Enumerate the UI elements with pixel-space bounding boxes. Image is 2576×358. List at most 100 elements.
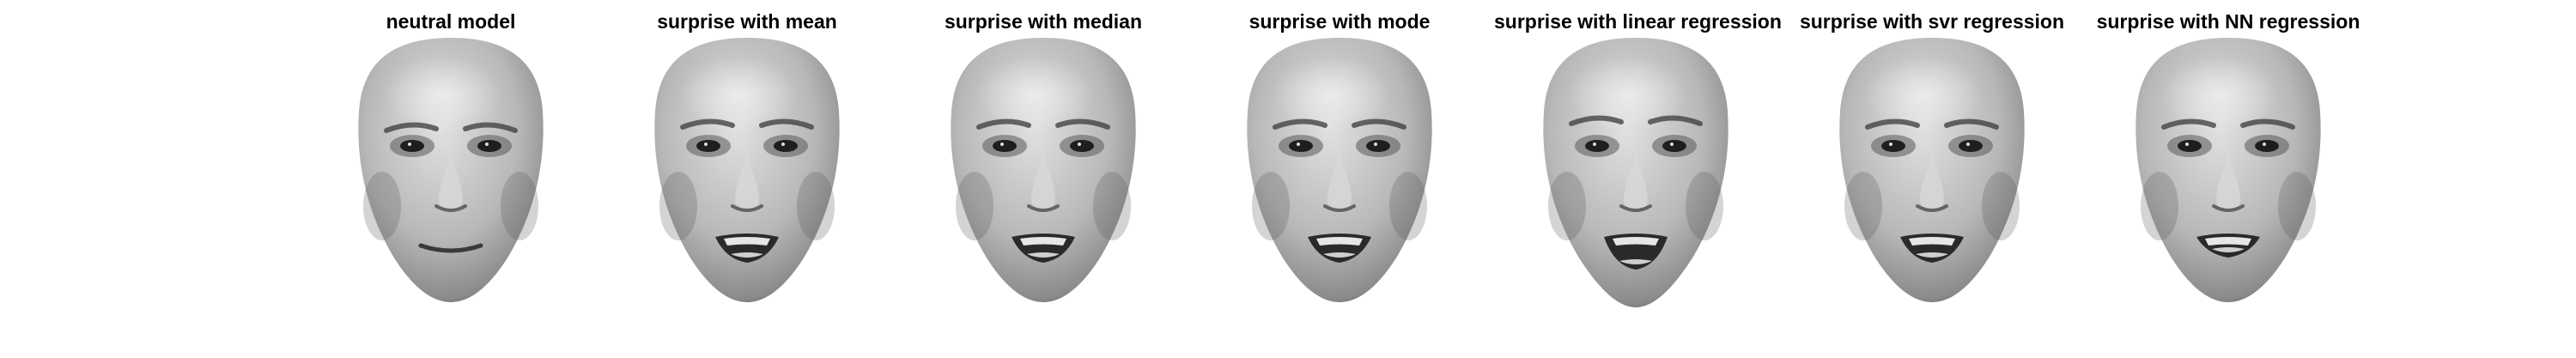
face-render-image — [654, 38, 840, 302]
panel-surprise-median: surprise with median — [902, 0, 1185, 358]
panel-surprise-svr-regression: surprise with svr regression — [1790, 0, 2074, 358]
eye-glint — [1966, 143, 1970, 146]
brow-shape — [1273, 118, 1327, 130]
teeth-shape — [2205, 237, 2251, 246]
lower-teeth-shape — [1619, 259, 1652, 264]
eye-shape — [2255, 140, 2279, 152]
nostril-shape — [2212, 204, 2245, 212]
forehead-highlight — [2160, 56, 2280, 133]
cheek-shadow — [797, 172, 835, 240]
brow-shape — [759, 118, 814, 130]
nose-shape — [1624, 150, 1648, 209]
eye-glint — [1374, 143, 1377, 146]
eye-shape — [1366, 140, 1390, 152]
nostril-shape — [1916, 204, 1948, 212]
cheek-shadow — [363, 172, 401, 240]
eye-shape — [1585, 140, 1609, 152]
cheek-shadow — [659, 172, 697, 240]
nose-shape — [1031, 150, 1055, 209]
eye-shape — [1959, 140, 1983, 152]
face-render-image — [951, 38, 1136, 302]
cheek-shadow — [1686, 172, 1723, 240]
nose-shape — [1920, 150, 1944, 209]
lower-teeth-shape — [2212, 247, 2245, 252]
eye-glint — [1000, 143, 1004, 146]
eye-glint — [485, 143, 489, 146]
eye-shape — [400, 140, 424, 152]
forehead-highlight — [1271, 56, 1391, 133]
panel-title: surprise with mode — [1249, 10, 1431, 33]
panel-surprise-nn-regression: surprise with NN regression — [2087, 0, 2370, 358]
nose-shape — [1327, 150, 1352, 209]
eye-glint — [781, 143, 785, 146]
cheek-shadow — [1093, 172, 1131, 240]
panel-surprise-mean: surprise with mean — [605, 0, 889, 358]
eye-shape — [2178, 140, 2202, 152]
eye-shape — [1662, 140, 1686, 152]
cheek-shadow — [2278, 172, 2316, 240]
eye-glint — [1670, 143, 1674, 146]
nostril-shape — [1027, 204, 1060, 212]
eye-shape — [696, 140, 720, 152]
forehead-highlight — [1567, 56, 1687, 133]
panel-title: surprise with median — [944, 10, 1143, 33]
eye-glint — [408, 143, 411, 146]
nostril-shape — [1619, 204, 1652, 212]
cheek-shadow — [1389, 172, 1427, 240]
brow-shape — [463, 122, 518, 133]
brow-shape — [384, 122, 439, 133]
face-render-image — [2136, 38, 2321, 302]
brow-shape — [1648, 115, 1703, 126]
eye-glint — [1078, 143, 1081, 146]
forehead-highlight — [678, 56, 799, 133]
panel-title: surprise with mean — [657, 10, 837, 33]
eye-glint — [1889, 143, 1893, 146]
brow-shape — [1055, 118, 1110, 130]
brow-shape — [680, 118, 735, 130]
cheek-shadow — [1982, 172, 2020, 240]
eye-shape — [1289, 140, 1313, 152]
cheek-shadow — [2141, 172, 2178, 240]
forehead-highlight — [382, 56, 502, 133]
face-render-image — [1839, 38, 2025, 302]
nose-shape — [439, 150, 463, 209]
panel-neutral-model: neutral model — [309, 0, 592, 358]
eye-glint — [1593, 143, 1596, 146]
cheek-shadow — [1548, 172, 1586, 240]
eye-glint — [1297, 143, 1300, 146]
brow-shape — [1569, 115, 1624, 126]
face-render-image — [1543, 38, 1728, 307]
cheek-shadow — [1844, 172, 1882, 240]
brow-shape — [2240, 118, 2295, 130]
brow-shape — [1944, 118, 1999, 130]
panel-surprise-mode: surprise with mode — [1198, 0, 1481, 358]
eye-shape — [1881, 140, 1905, 152]
cheek-shadow — [501, 172, 538, 240]
nostril-shape — [1323, 204, 1356, 212]
eye-shape — [477, 140, 501, 152]
teeth-shape — [1909, 237, 1955, 246]
nose-shape — [2216, 150, 2240, 209]
face-render-image — [358, 38, 544, 302]
nostril-shape — [434, 204, 467, 212]
teeth-shape — [724, 237, 770, 246]
eye-shape — [1070, 140, 1094, 152]
teeth-shape — [1020, 237, 1066, 246]
panel-surprise-linear-regression: surprise with linear regression — [1494, 0, 1782, 358]
nose-shape — [735, 150, 759, 209]
lower-teeth-shape — [1027, 252, 1060, 258]
face-render-image — [1247, 38, 1432, 302]
eye-shape — [774, 140, 798, 152]
teeth-shape — [1316, 237, 1363, 246]
mouth-shape — [418, 243, 483, 253]
brow-shape — [1865, 118, 1920, 130]
eye-glint — [2263, 143, 2266, 146]
lower-teeth-shape — [1916, 252, 1948, 258]
nostril-shape — [731, 204, 763, 212]
lower-teeth-shape — [1323, 252, 1356, 258]
cheek-shadow — [956, 172, 993, 240]
brow-shape — [976, 118, 1031, 130]
brow-shape — [1352, 118, 1406, 130]
eye-shape — [993, 140, 1017, 152]
